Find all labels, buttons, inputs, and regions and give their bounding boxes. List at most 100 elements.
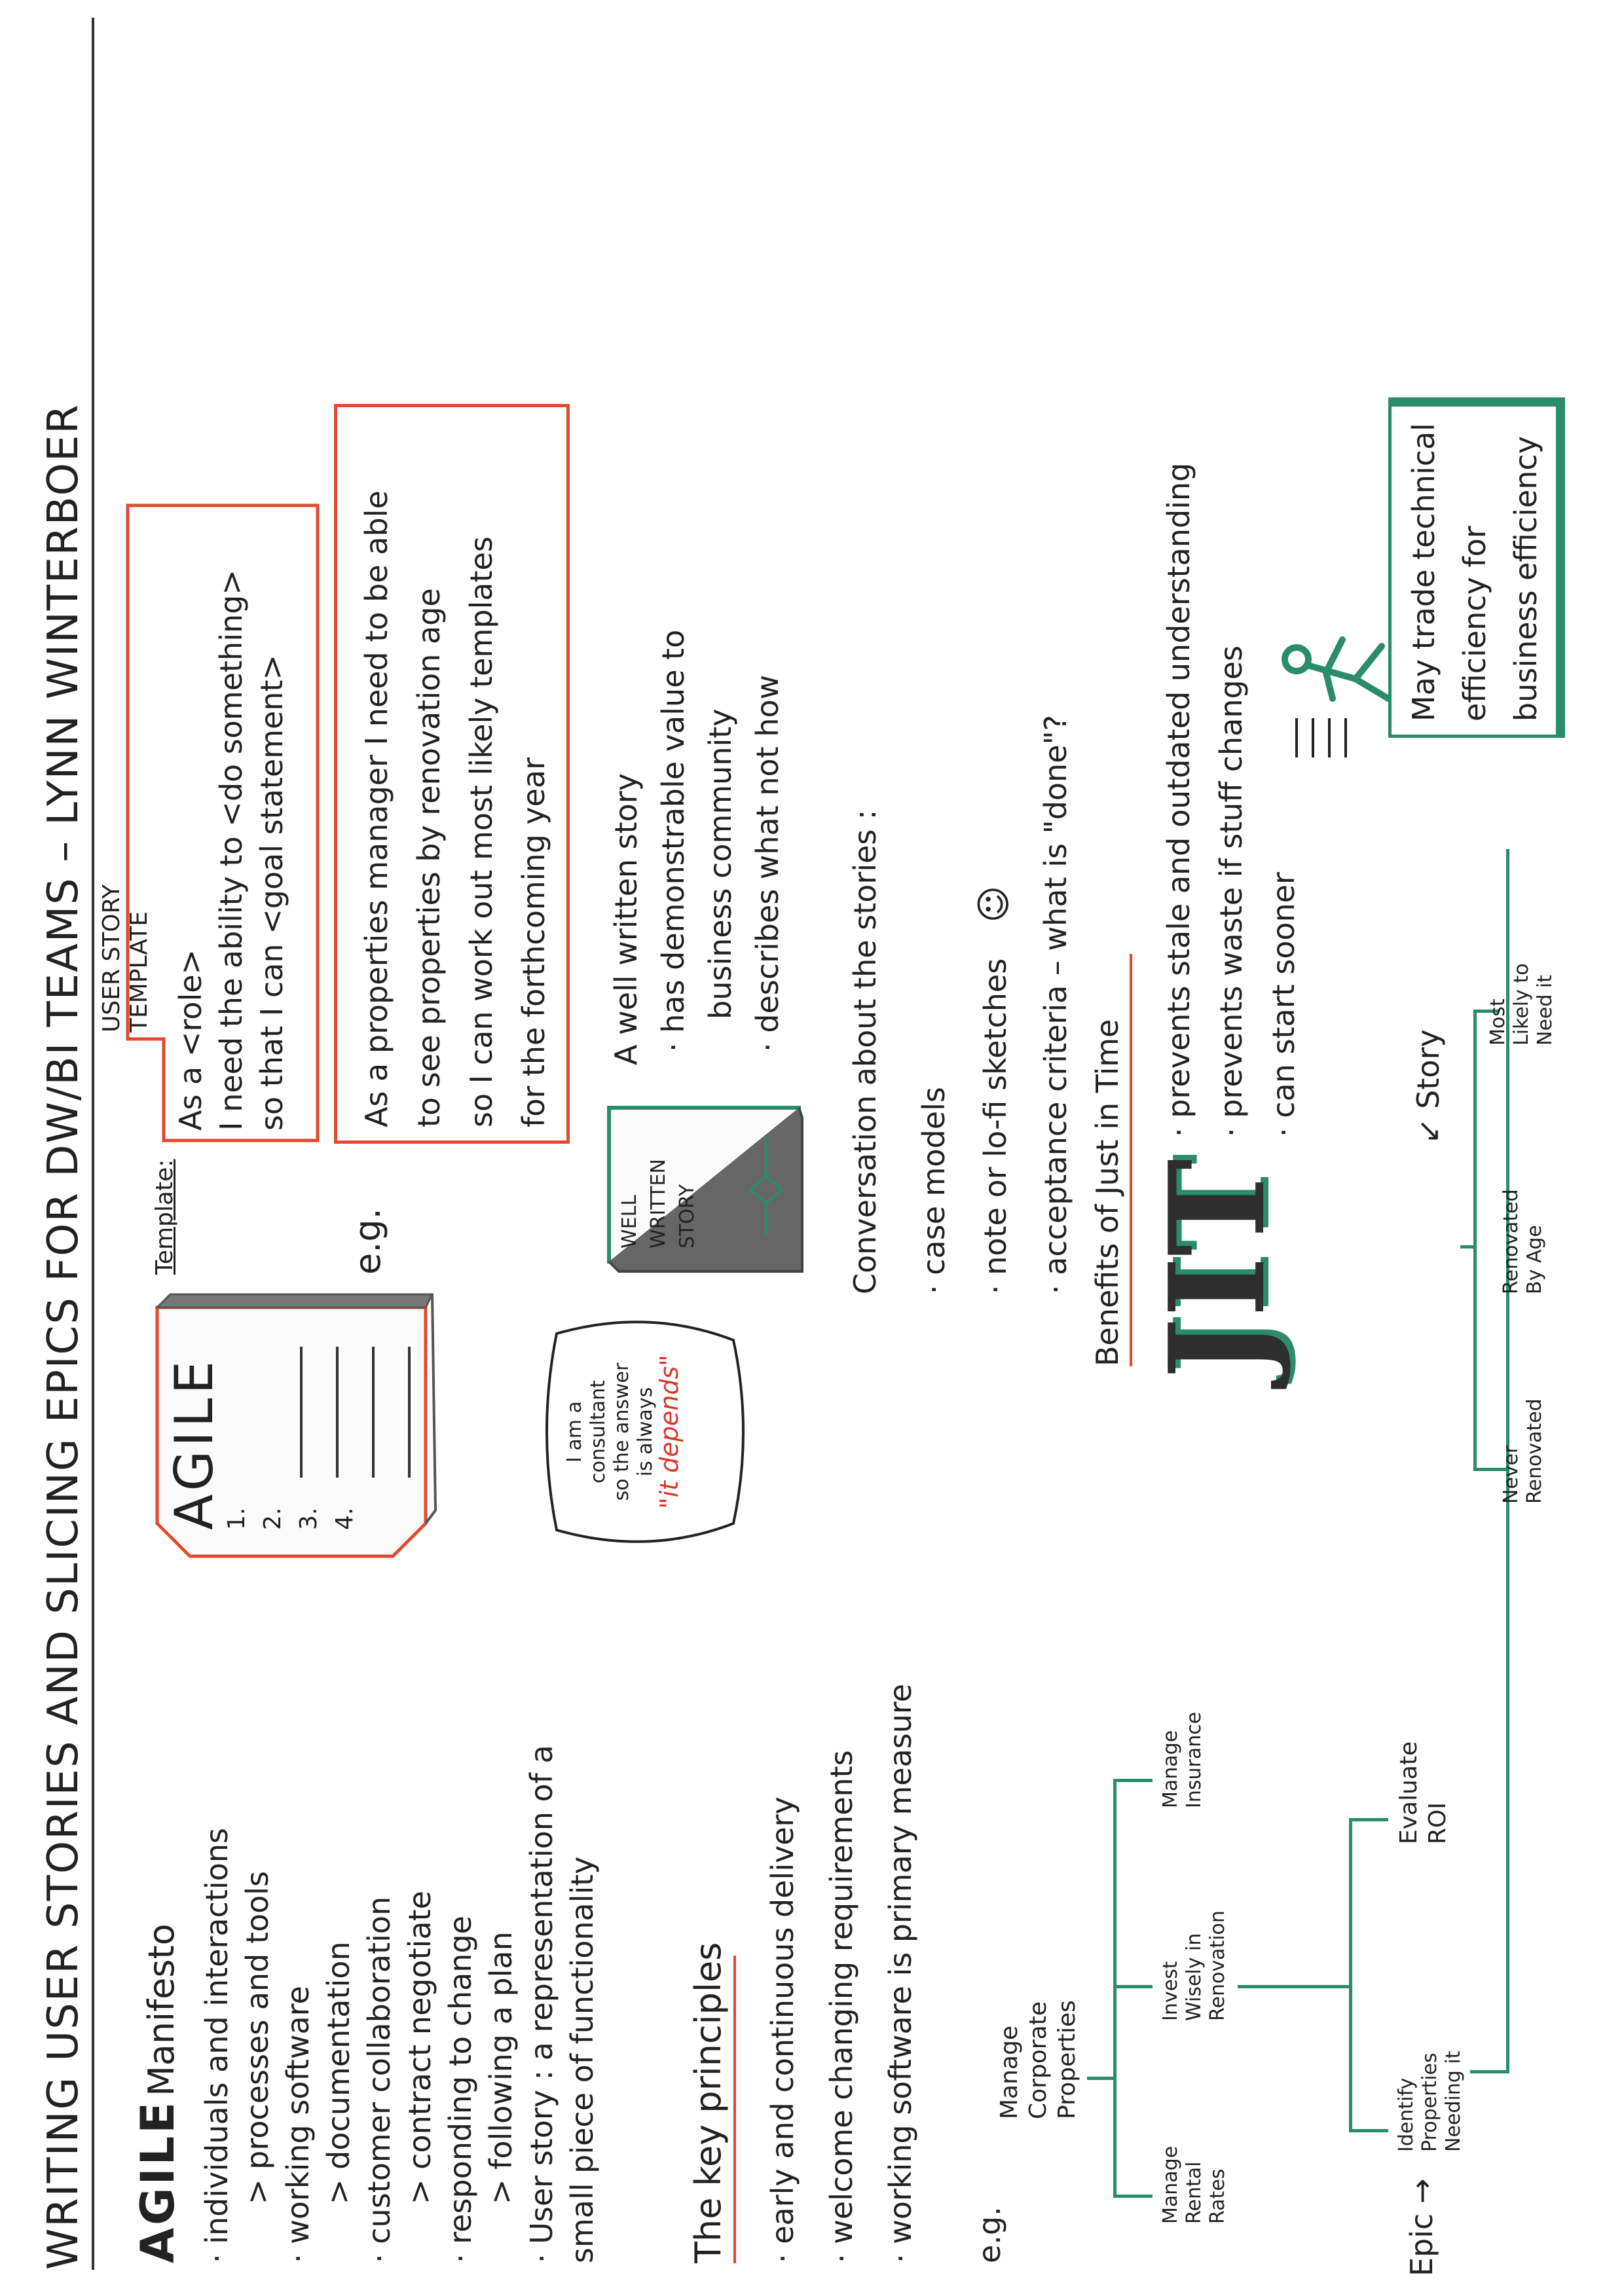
consultant-highlight: "it depends" [655,1355,684,1509]
well-written-line: business community [703,708,738,1019]
conversation-item: · case models [916,1087,951,1294]
consultant-quote: I am a consultant so the answer is alway… [563,1340,684,1523]
example-lines: As a properties manager I need to be abl… [350,490,560,1127]
key-principles-list: · early and continuous delivery · welcom… [753,1684,930,2263]
manifesto-item: > contract negotiate [402,1891,437,2204]
tree-node-line: Insurance [1183,1711,1206,1808]
user-story-definition-cont: small piece of functionality [564,1856,600,2263]
agile-doc-item: 3. [295,1507,322,1530]
tradeoff-line: May trade technical [1406,423,1441,721]
manifesto-item: · customer collaboration [361,1896,397,2263]
tree-node-line: Renovation [1206,1910,1229,2021]
agile-heading-word: AGILE [131,2099,185,2263]
conversation-heading: Conversation about the stories : [847,809,883,1294]
tree-node-line: Likely to [1510,963,1533,1046]
conversation-item: · acceptance criteria – what is "done"? [1038,714,1073,1294]
well-written-line: A well written story [608,773,644,1065]
agile-doc-item: 4. [331,1507,358,1530]
principle-item: · welcome changing requirements [824,1750,859,2263]
tree-node-line: Most [1486,998,1509,1046]
manifesto-item: > processes and tools [240,1870,275,2204]
story-label: ↙ Story [1411,1029,1446,1144]
tradeoff-line: efficiency for [1457,526,1492,721]
book-icon [607,1106,803,1273]
consultant-line: so the answer [610,1362,633,1501]
tree-eg-label: e.g. [972,2206,1007,2263]
consultant-line: consultant [587,1380,610,1484]
tradeoff-line: business efficiency [1508,436,1543,721]
title-underline [92,18,94,2270]
tree-node-line: Never [1500,1445,1522,1504]
tree-connector [1460,1245,1477,1248]
agile-manifesto-heading: AGILE Manifesto [131,1923,185,2263]
key-principles-heading: The key principles [688,1942,729,2263]
consultant-line: I am a [563,1401,586,1463]
jit-item: · prevents waste if stuff changes [1213,645,1249,1137]
jit-heading: Benefits of Just in Time [1090,1019,1125,1366]
tree-node-insurance: Manage Insurance [1159,1712,1206,1808]
tree-connector [1349,1818,1352,2132]
tree-node-line: Invest [1159,1961,1182,2021]
agile-document-icon [155,1293,437,1558]
story-label-text: Story [1411,1029,1446,1109]
tree-node-line: Identify [1395,2077,1418,2152]
tree-node-line: Manage [1159,2145,1182,2224]
tree-root-line: Corporate [1025,2001,1052,2119]
tree-root: Manage Corporate Properties [995,2000,1082,2119]
tree-node-line: Manage [1159,1730,1182,1808]
smiley-icon: ☺ [973,885,1014,923]
conversation-item: · note or lo-fi sketches [978,958,1013,1294]
tree-connector [1473,1013,1477,1471]
tree-connector [1113,2195,1153,2198]
tree-node-rental: Manage Rental Rates [1159,2146,1230,2224]
tree-node-line: Rental [1183,2161,1206,2224]
tree-connector [1087,2077,1113,2080]
manifesto-item: > following a plan [483,1931,519,2204]
tree-node-renovated-by-age: Renovated By Age [1500,1189,1547,1294]
template-line: so that I can <goal statement> [254,654,289,1131]
tree-connector [1113,1779,1153,1782]
tree-node-renovation: Invest Wisely in Renovation [1159,1910,1230,2021]
consultant-speech-bubble [545,1321,745,1543]
tree-node-identify: Identify Properties Needing it [1395,2051,1466,2152]
example-label: e.g. [347,1208,388,1275]
jit-benefits-list: · prevents stale and outdated understand… [1153,463,1310,1137]
tree-connector [1349,2129,1388,2132]
agile-manifesto-list: · individuals and interactions > process… [196,1745,602,2263]
running-person-icon [1282,636,1392,757]
template-line: I need the ability to <do something> [213,570,249,1131]
jit-item: · can start sooner [1266,872,1301,1137]
tree-connector [1473,1468,1500,1471]
tree-node-roi: Evaluate ROI [1395,1741,1452,1844]
tree-node-never-renovated: Never Renovated [1500,1398,1547,1504]
page-title: WRITING USER STORIES AND SLICING EPICS F… [39,403,88,2270]
book-line: WELL [618,1194,641,1248]
manifesto-item: · responding to change [443,1916,478,2263]
tree-node-line: ROI [1424,1802,1451,1844]
tree-node-line: Rates [1206,2168,1229,2224]
tree-node-most-likely: Most Likely to Need it [1486,963,1557,1046]
well-written-line: · describes what not how [750,674,785,1052]
jit-badge: JIT [1141,1158,1295,1379]
tree-node-line: Renovated [1523,1398,1546,1504]
tree-connector [1113,1985,1153,1988]
jit-item: · prevents stale and outdated understand… [1161,462,1196,1137]
principle-item: · early and continuous delivery [765,1796,800,2263]
manifesto-item: > documentation [321,1941,356,2204]
tree-node-line: Renovated [1500,1189,1522,1294]
tree-root-line: Manage [996,2026,1023,2119]
well-written-story: A well written story · has demonstrable … [602,630,791,1065]
tree-node-line: Wisely in [1183,1933,1206,2021]
tree-node-line: Evaluate [1395,1741,1422,1844]
template-tab-line: USER STORY [98,884,125,1032]
template-lines: As a <role> I need the ability to <do so… [170,570,292,1131]
book-title: WELL WRITTEN STORY [616,1159,702,1248]
agile-doc-item: 1. [223,1507,250,1530]
consultant-line: is always [634,1387,657,1477]
epic-label-text: Epic [1404,2213,1439,2276]
agile-doc-item: 2. [259,1507,286,1530]
principle-item: · working software is primary measure [883,1683,918,2263]
tradeoff-text: May trade technical efficiency for busin… [1398,423,1551,721]
tree-node-line: Need it [1534,974,1557,1046]
